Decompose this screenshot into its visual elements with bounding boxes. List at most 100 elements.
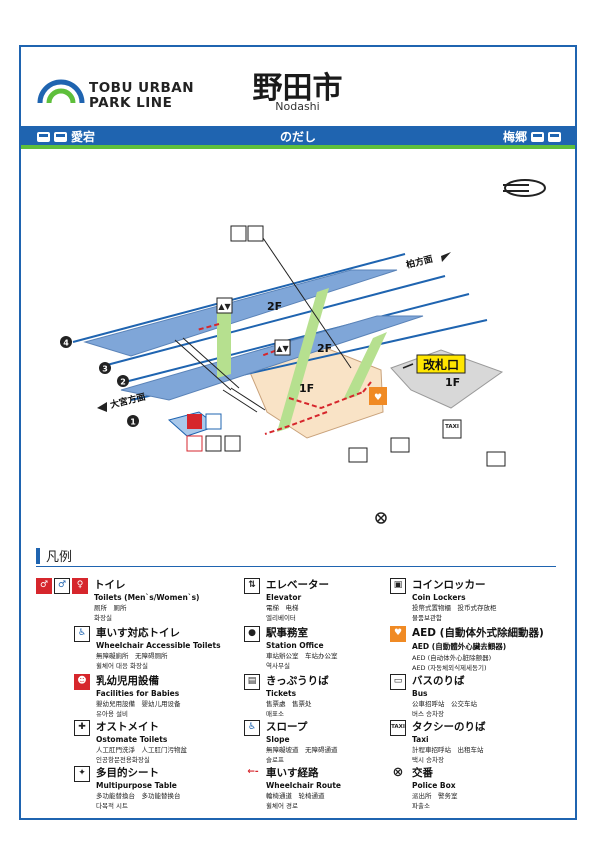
legend-label-ko: 유아용 설비 xyxy=(96,710,128,718)
taxi-icon: TAXI xyxy=(390,720,406,736)
legend-label-en: Police Box xyxy=(412,781,456,790)
legend-label: スロープ xyxy=(266,721,308,733)
dashed-arrow-icon: ←- xyxy=(244,766,262,782)
slope-green-a xyxy=(277,288,329,432)
legend-label-ko: 택시 승차장 xyxy=(412,756,444,764)
legend-rule xyxy=(36,566,556,567)
legend-label-zh: 厕所 厠所 xyxy=(94,604,127,612)
women-toilet-icon: ♀ xyxy=(72,578,88,594)
legend-heading-text: 凡例 xyxy=(46,550,73,565)
ticket-gate-label: 改札口 xyxy=(423,357,459,372)
legend-heading-mark xyxy=(36,547,40,564)
legend-label: バスのりば xyxy=(412,675,465,687)
baby-facility-icon xyxy=(186,435,203,452)
slope-icon: ♿ xyxy=(244,720,260,736)
legend-label: 乳幼児用設備 xyxy=(96,675,159,687)
wheelchair-toilet-icon xyxy=(205,413,222,430)
map-frame xyxy=(19,45,577,820)
floor-label-2f: 2F xyxy=(317,342,332,355)
legend-label-en: Slope xyxy=(266,735,290,744)
prev-station-label: 愛宕 xyxy=(71,130,96,144)
aed-icon xyxy=(369,387,387,405)
legend-label-ko: 인공항문전용화장실 xyxy=(96,756,150,764)
svg-text:3: 3 xyxy=(102,365,108,374)
legend-label-ko: 버스 승차장 xyxy=(412,710,444,718)
train-icon xyxy=(548,131,561,142)
baby-icon: ☻ xyxy=(74,674,90,690)
ostomate-icon: ✚ xyxy=(74,720,90,736)
legend-label-en: Toilets (Men`s/Women`s) xyxy=(94,593,200,602)
legend-label-ko: 휠체어 경로 xyxy=(266,802,298,810)
platform-numbers: 4 3 2 1 xyxy=(60,336,139,427)
legend-label-zh: 輪椅通道 轮椅通道 xyxy=(266,792,325,800)
legend-label: エレベーター xyxy=(266,579,329,591)
logo-text-line2: PARK LINE xyxy=(89,95,173,111)
legend-label-zh: 多功能替換台 多功能替换台 xyxy=(96,792,181,800)
legend-label-en: Wheelchair Route xyxy=(266,781,342,790)
prev-station: 愛宕 xyxy=(37,128,95,145)
legend-label-en: Tickets xyxy=(266,689,297,698)
slope-green-b xyxy=(343,332,387,400)
ticket-machine-icon xyxy=(247,225,264,242)
station-floor-map: ▲▼ ▲▼ 改札口 ♥ 2F 2F 1F 1F 柏方面 大宮方面 4 3 2 1… xyxy=(60,179,546,524)
legend-label-en: Taxi xyxy=(412,735,429,744)
legend-label: 多目的シート xyxy=(96,767,159,779)
elevator-icon: ⇅ xyxy=(244,578,260,594)
legend-label-ko: 물품보관함 xyxy=(412,614,442,622)
logo-arc-icon xyxy=(37,79,85,104)
bus-icon: ▭ xyxy=(390,674,406,690)
green-pillar xyxy=(217,308,231,378)
legend-label-ko: 엘리베이터 xyxy=(266,614,296,622)
legend-label-zh: 車站辦公室 车站办公室 xyxy=(266,652,338,660)
legend-label-zh: 無障礙坡道 无障碍通道 xyxy=(266,746,338,754)
police-box-icon xyxy=(375,512,387,524)
legend-label-ko: 휠체어 대응 화장실 xyxy=(96,662,148,670)
legend-label-en: Ostomate Toilets xyxy=(96,735,168,744)
ostomate-icon xyxy=(205,435,222,452)
station-romaji: Nodashi xyxy=(275,100,320,113)
platform-upper xyxy=(83,269,398,357)
leader-line xyxy=(262,237,352,369)
svg-text:▲▼: ▲▼ xyxy=(218,302,231,311)
legend-label-zh: 公車招呼站 公交车站 xyxy=(412,700,477,708)
station-kana: のだし xyxy=(279,130,316,144)
elevator-icon xyxy=(216,297,233,314)
next-station-label: 梅郷 xyxy=(502,130,527,144)
floor-label-1f: 1F xyxy=(299,382,314,395)
legend-heading: 凡例 xyxy=(36,546,72,565)
police-box-icon: ⊗ xyxy=(390,766,406,782)
floor-label-2f: 2F xyxy=(267,300,282,313)
legend-label: タクシーのりば xyxy=(412,721,486,733)
legend-label-en: Multipurpose Table xyxy=(96,781,177,790)
ticket-gate-box xyxy=(416,354,466,374)
legend-label-zh: 投幣式置物櫃 投币式存放柜 xyxy=(412,604,497,612)
svg-text:1: 1 xyxy=(130,418,136,427)
svg-text:▲▼: ▲▼ xyxy=(276,344,289,353)
legend-label-zh: 售票處 售票处 xyxy=(266,700,312,708)
legend-label-en: Station Office xyxy=(266,641,324,650)
legend-label: きっぷうりば xyxy=(266,675,329,687)
train-icon xyxy=(37,131,50,142)
arrow-right-icon xyxy=(441,252,451,262)
legend-label-en: Elevator xyxy=(266,593,302,602)
station-office-icon xyxy=(230,225,247,242)
line-bar: 愛宕 のだし 梅郷 xyxy=(21,126,575,145)
legend-label: 交番 xyxy=(412,767,433,779)
svg-text:TAXI: TAXI xyxy=(445,424,459,430)
legend-label-en: Bus xyxy=(412,689,428,698)
line-bar-stripe xyxy=(21,145,575,149)
direction-kashiwa: 柏方面 xyxy=(405,253,434,271)
legend-label-en: Wheelchair Accessible Toilets xyxy=(96,641,221,650)
gate-arrow-icon xyxy=(402,363,414,369)
legend-label-ko: 슬로프 xyxy=(266,756,284,764)
legend-label-ko: 다목적 시트 xyxy=(96,802,128,810)
legend-label-en: Coin Lockers xyxy=(412,593,466,602)
train-icon xyxy=(54,131,67,142)
ticket-machine-icon: ▤ xyxy=(244,674,260,690)
taxi-icon xyxy=(442,419,462,439)
tobu-urban-park-line-logo: TOBU URBAN PARK LINE xyxy=(37,76,194,111)
station-office-icon: ● xyxy=(244,626,260,642)
men-toilet-icon: ♂ xyxy=(54,578,70,594)
direction-omiya: 大宮方面 xyxy=(109,391,147,411)
coin-locker-icon: ▣ xyxy=(390,578,406,594)
